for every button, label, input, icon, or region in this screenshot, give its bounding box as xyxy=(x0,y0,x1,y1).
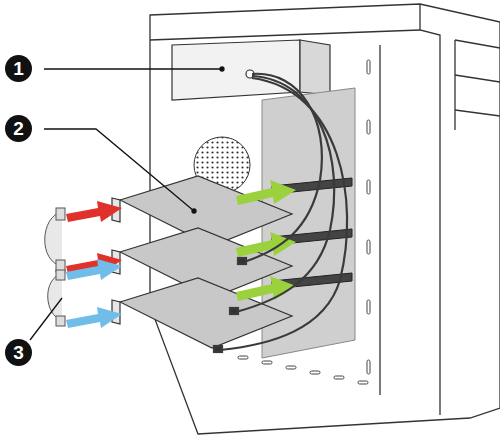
callout-number: 2 xyxy=(5,115,32,142)
rail-hole xyxy=(367,180,370,194)
drive-bay xyxy=(455,110,500,116)
vent-slot xyxy=(262,361,272,364)
ribbon-plug xyxy=(56,208,65,220)
drive-bay xyxy=(455,75,500,82)
ribbon-plug xyxy=(56,270,65,280)
blue-arrow xyxy=(66,259,122,280)
ribbon-plug xyxy=(56,316,65,326)
power-cables xyxy=(214,74,347,352)
blue-arrow xyxy=(66,307,122,328)
cable-arrows xyxy=(66,201,122,328)
green-arrow xyxy=(236,276,296,301)
bottom-vents xyxy=(238,356,368,384)
case-edge xyxy=(150,30,420,40)
power-supply xyxy=(172,40,330,100)
vent-slot xyxy=(286,366,296,369)
leader-dot xyxy=(220,67,224,71)
leader-line xyxy=(44,129,194,211)
case-rail xyxy=(379,45,380,395)
psu-side xyxy=(300,40,330,95)
cable-plug xyxy=(214,346,222,352)
drive-bay xyxy=(454,40,455,130)
green-arrow xyxy=(236,180,296,205)
vent-slot xyxy=(238,356,248,359)
cable-plug xyxy=(230,308,238,314)
leader-lines xyxy=(30,67,224,340)
leader-line xyxy=(30,298,62,340)
callout-number: 1 xyxy=(5,55,32,82)
vent-slot xyxy=(334,376,344,379)
rail-hole xyxy=(367,120,370,134)
rail-hole xyxy=(367,300,370,314)
rail-hole xyxy=(367,60,370,74)
cable-plug xyxy=(238,258,246,264)
psu-box xyxy=(172,40,300,100)
power-cable xyxy=(236,76,334,312)
power-cable xyxy=(220,78,347,350)
leader-dot xyxy=(192,209,196,213)
red-arrow xyxy=(66,201,122,222)
callout-number: 3 xyxy=(5,339,32,366)
rail-hole xyxy=(367,240,370,254)
rail-hole xyxy=(367,360,370,374)
vent-slot xyxy=(310,371,320,374)
power-cable xyxy=(244,74,322,262)
drive-bay xyxy=(455,40,500,48)
vent-slot xyxy=(358,381,368,384)
expansion-cards xyxy=(112,176,292,348)
case-front-edge xyxy=(420,4,440,415)
leader-line xyxy=(44,68,222,69)
rail-holes xyxy=(367,60,370,374)
